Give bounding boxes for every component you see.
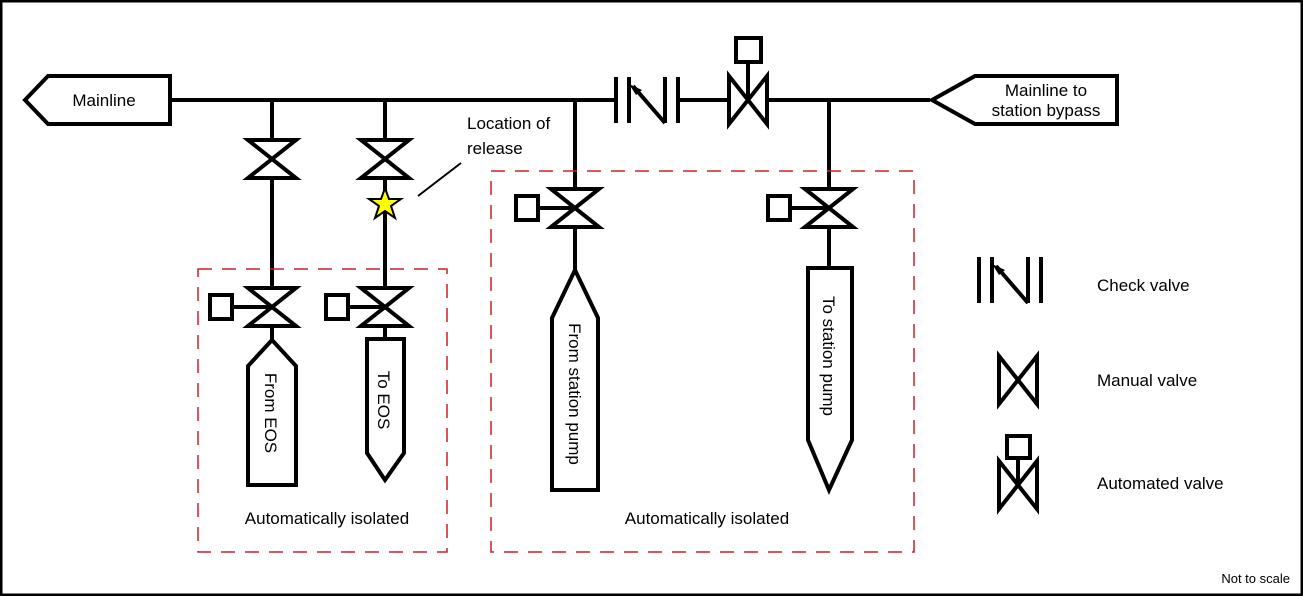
- legend-label: Check valve: [1097, 276, 1190, 295]
- release-leader-line: [417, 162, 462, 197]
- manual-valve-icon: [246, 138, 298, 180]
- to-eos-tag: To EOS: [365, 337, 406, 484]
- release-star-icon: [365, 185, 405, 221]
- automated-valve-icon: [766, 187, 855, 229]
- svg-text:From station pump: From station pump: [565, 323, 584, 465]
- mainline-tag: Mainline: [22, 74, 172, 126]
- svg-text:Mainline: Mainline: [72, 91, 135, 110]
- bypass-tag: Mainline to station bypass: [927, 74, 1119, 126]
- automated-valve-icon: [324, 286, 411, 328]
- check-valve-icon: [614, 75, 680, 125]
- legend-label: Automated valve: [1097, 474, 1224, 493]
- automated-valve-icon: [208, 286, 298, 328]
- svg-text:To EOS: To EOS: [374, 371, 393, 430]
- zone-label: Automatically isolated: [625, 509, 789, 528]
- legend-check-valve-icon: [977, 255, 1043, 305]
- legend-label: Manual valve: [1097, 371, 1197, 390]
- release-label: release: [467, 139, 523, 158]
- svg-text:Mainline to: Mainline to: [1005, 81, 1087, 100]
- isolation-zone-left: [197, 268, 448, 553]
- automated-valve-icon: [514, 187, 601, 229]
- scale-note: Not to scale: [1221, 571, 1290, 586]
- svg-text:station bypass: station bypass: [992, 101, 1101, 120]
- svg-text:To station pump: To station pump: [819, 296, 838, 416]
- release-label: Location of: [467, 114, 550, 133]
- legend-automated-valve-icon: [997, 434, 1039, 511]
- isolation-zone-right: [490, 170, 915, 553]
- zone-label: Automatically isolated: [245, 509, 409, 528]
- svg-text:From EOS: From EOS: [261, 373, 280, 453]
- manual-valve-icon: [359, 138, 411, 180]
- from-station-pump-tag: From station pump: [550, 265, 600, 492]
- to-station-pump-tag: To station pump: [806, 266, 854, 495]
- automated-valve-icon: [727, 36, 769, 126]
- from-eos-tag: From EOS: [246, 337, 298, 487]
- legend-manual-valve-icon: [997, 354, 1039, 406]
